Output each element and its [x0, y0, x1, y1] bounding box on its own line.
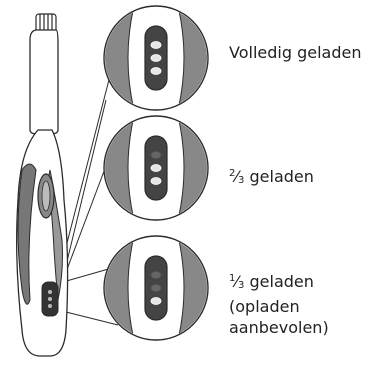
state-label-two-thirds-line1: geladen: [250, 167, 314, 186]
led-lit: [151, 298, 161, 305]
handle-led: [48, 297, 52, 301]
led-lit: [151, 42, 161, 49]
led-indicator-full-icon: [104, 6, 208, 110]
power-button-inner: [42, 181, 50, 211]
led-lit: [151, 68, 161, 75]
led-indicator-one-third-icon: [104, 236, 208, 340]
fraction-one-third: 1⁄3: [229, 272, 244, 291]
led-off: [151, 285, 161, 292]
handle-led: [48, 304, 52, 308]
fraction-two-thirds: 2⁄3: [229, 167, 244, 186]
leader-line-top-2: [63, 100, 106, 278]
electric-toothbrush-icon: [17, 14, 68, 356]
brush-neck: [30, 30, 58, 134]
state-label-one-third: 1⁄3 geladen (opladen aanbevolen): [229, 268, 329, 338]
led-indicator-two-thirds-icon: [104, 116, 208, 220]
led-off: [151, 152, 161, 159]
fraction-denominator: 3: [238, 280, 244, 291]
fraction-denominator: 3: [238, 175, 244, 186]
handle-led: [48, 290, 52, 294]
led-lit: [151, 55, 161, 62]
led-lit: [151, 165, 161, 172]
state-label-full: Volledig geladen: [229, 42, 361, 63]
led-lit: [151, 178, 161, 185]
led-off: [151, 272, 161, 279]
fraction-numerator: 1: [229, 273, 235, 284]
state-label-one-third-line3: aanbevolen): [229, 317, 329, 338]
state-label-one-third-line2: (opladen: [229, 296, 329, 317]
zoom-circles: [104, 6, 208, 340]
state-label-two-thirds: 2⁄3 geladen: [229, 163, 314, 191]
state-label-one-third-line1: geladen: [250, 272, 314, 291]
state-label-full-line1: Volledig geladen: [229, 43, 361, 62]
fraction-numerator: 2: [229, 168, 235, 179]
